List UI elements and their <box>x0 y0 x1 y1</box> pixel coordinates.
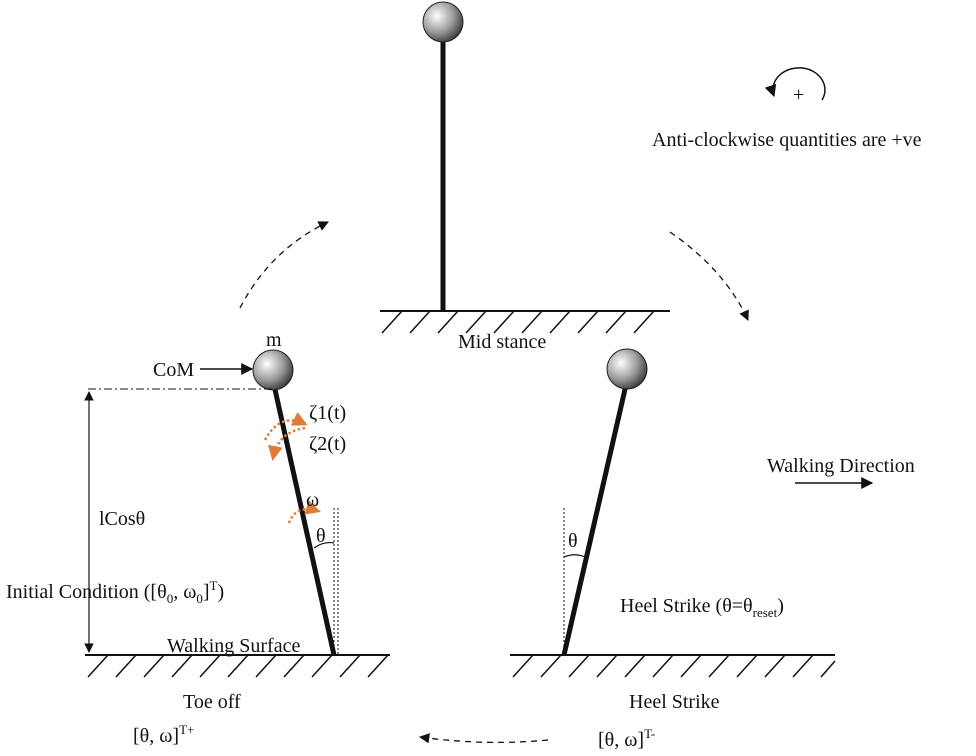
anticlockwise-icon <box>764 67 826 101</box>
mid-stance-mass <box>422 1 464 43</box>
heel-strike-pendulum: θ Heel Strike (θ=θreset) Heel Strike [θ,… <box>510 348 836 751</box>
cycle-arrow-heel-to-toe <box>418 733 549 744</box>
cycle-arrow-mid-to-heel <box>669 231 749 321</box>
initial-condition-label: Initial Condition ([θ0, ω0]T) <box>6 578 224 606</box>
mid-stance-pendulum: Mid stance <box>380 1 670 353</box>
heel-strike-leg <box>561 384 629 656</box>
mass-label: m <box>266 329 282 351</box>
state-minus-label: [θ, ω]T- <box>598 726 655 751</box>
mid-stance-hatching <box>381 310 655 334</box>
omega-arrow <box>287 500 321 524</box>
toe-off-theta-arc <box>313 541 335 549</box>
plus-sign: + <box>793 84 804 106</box>
toe-off-pendulum: θ m CoM lCosθ ζ1(t) ζ2(t) ω Initial Cond… <box>6 329 390 747</box>
state-plus-label: [θ, ω]T+ <box>133 722 194 747</box>
heel-strike-label: Heel Strike <box>629 691 720 713</box>
sign-convention-label: Anti-clockwise quantities are +ve <box>652 129 922 151</box>
sign-convention: + Anti-clockwise quantities are +ve <box>652 67 922 151</box>
walking-direction: Walking Direction <box>767 455 915 489</box>
heel-strike-mass <box>606 348 648 390</box>
cycle-arrow-toe-to-mid <box>239 221 329 309</box>
walking-direction-label: Walking Direction <box>767 455 915 477</box>
heel-strike-condition-label: Heel Strike (θ=θreset) <box>620 595 784 620</box>
toe-off-leg <box>271 384 337 656</box>
omega-label: ω <box>306 489 319 511</box>
zeta2-label: ζ2(t) <box>309 433 346 455</box>
height-label: lCosθ <box>99 508 145 530</box>
mid-stance-label: Mid stance <box>458 331 546 353</box>
zeta1-arrow <box>263 412 308 441</box>
toe-off-label: Toe off <box>183 691 241 713</box>
walking-surface-label: Walking Surface <box>167 635 300 657</box>
com-label: CoM <box>153 359 194 381</box>
toe-off-mass <box>252 349 294 391</box>
heel-strike-hatching <box>512 654 836 678</box>
toe-off-theta-label: θ <box>316 525 326 547</box>
heel-strike-theta-label: θ <box>568 530 578 552</box>
heel-strike-theta-arc <box>563 554 588 559</box>
toe-off-hatching <box>87 654 389 678</box>
zeta1-label: ζ1(t) <box>309 402 346 424</box>
